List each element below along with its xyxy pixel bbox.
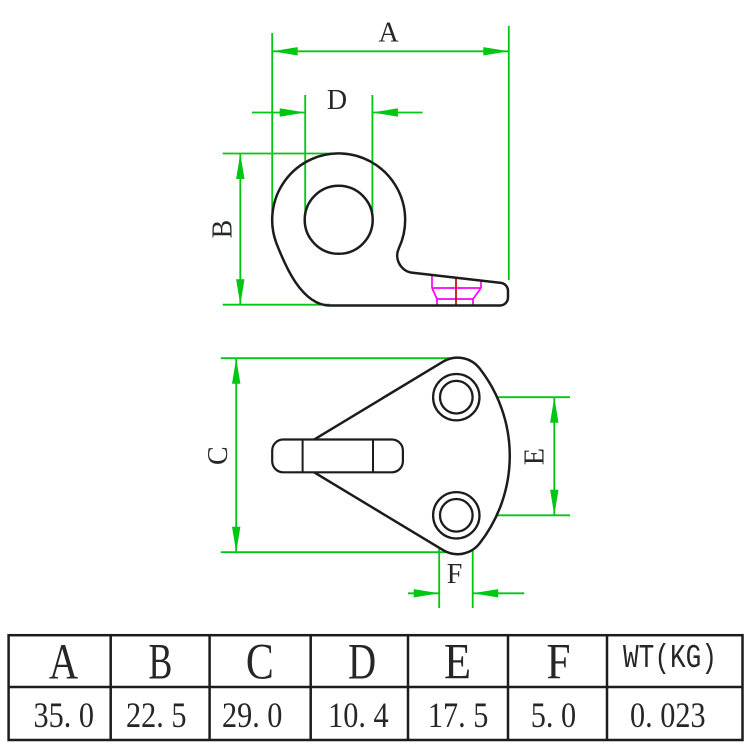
svg-text:F: F (547, 635, 571, 691)
svg-text:C: C (203, 446, 234, 465)
svg-text:WT(KG): WT(KG) (623, 640, 717, 677)
svg-text:E: E (520, 448, 551, 465)
svg-text:29. 0: 29. 0 (222, 696, 282, 736)
svg-text:35. 0: 35. 0 (34, 696, 94, 736)
svg-text:A: A (378, 18, 399, 49)
svg-text:17. 5: 17. 5 (428, 696, 488, 736)
svg-text:10. 4: 10. 4 (328, 696, 389, 736)
svg-text:E: E (444, 635, 471, 691)
svg-text:B: B (208, 220, 239, 239)
svg-text:D: D (327, 85, 347, 116)
svg-text:0. 023: 0. 023 (630, 696, 706, 736)
svg-text:5. 0: 5. 0 (531, 696, 576, 736)
svg-text:A: A (49, 635, 78, 691)
svg-text:C: C (246, 635, 274, 691)
svg-text:22. 5: 22. 5 (126, 696, 186, 736)
svg-text:B: B (149, 635, 173, 691)
svg-text:F: F (447, 559, 463, 590)
svg-text:D: D (348, 635, 376, 691)
